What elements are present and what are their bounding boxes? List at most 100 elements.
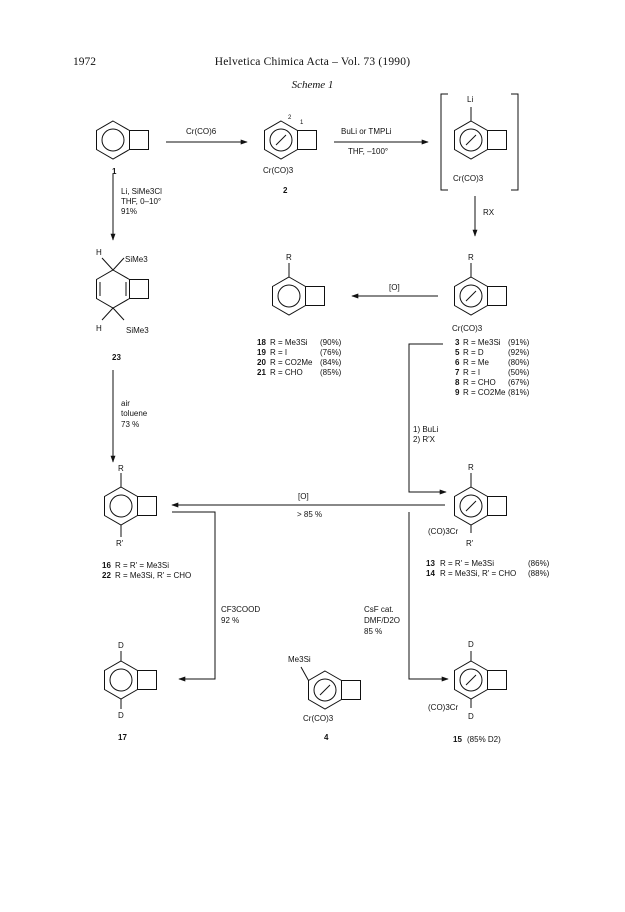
structure-15 [454, 651, 507, 708]
list-item-number: 9 [455, 388, 460, 397]
bracket-left [440, 93, 448, 191]
cond-cr-co6: Cr(CO)6 [186, 127, 217, 136]
list-item-substituent: R = Me3Si, R' = CHO [440, 569, 516, 578]
ring-position-1: 1 [300, 120, 304, 126]
list-item-yield: (76%) [320, 348, 342, 357]
structure-4 [300, 666, 361, 710]
cond-csf-1: CsF cat. [364, 605, 394, 614]
compound-list-3-9: 3 R = Me3Si (91%) 5 R = D (92%) 6 R = Me… [455, 338, 530, 397]
list-item-yield: (88%) [528, 569, 550, 578]
cond-tfa-2: 92 % [221, 616, 239, 625]
cond-oxid-2: [O] [298, 492, 309, 501]
list-item-substituent: R = R' = Me3Si [115, 561, 169, 570]
compound-number-1: 1 [112, 167, 117, 176]
compound-list-16-22: 16 R = R' = Me3Si 22 R = Me3Si, R' = CHO [102, 561, 191, 580]
h-label-bottom: H [96, 324, 102, 333]
cond-rx: RX [483, 208, 495, 217]
list-item-number: 5 [455, 348, 460, 357]
list-item-number: 20 [257, 358, 266, 367]
list-item-substituent: R = CO2Me [270, 358, 313, 367]
structure-17 [104, 651, 157, 709]
r-label-3: R [468, 253, 474, 262]
co3cr-label-15: (CO)3Cr [428, 703, 459, 712]
list-item-substituent: R = D [463, 348, 484, 357]
arrow-16-to-17 [172, 511, 216, 682]
d-label-17-top: D [118, 641, 124, 650]
cond-oxid-1: [O] [389, 283, 400, 292]
structure-3-9 [454, 263, 507, 316]
cr-co3-label-li: Cr(CO)3 [453, 174, 484, 183]
co3cr-label-13: (CO)3Cr [428, 527, 459, 536]
list-item-number: 7 [455, 368, 460, 377]
cond-seq-2: 2) R'X [413, 435, 436, 444]
list-item-yield: (81%) [508, 388, 530, 397]
cond-csf-3: 85 % [364, 627, 382, 636]
r-prime-label-16: R' [116, 539, 124, 548]
structure-23 [96, 257, 149, 321]
list-item-yield: (67%) [508, 378, 530, 387]
scheme-title: Scheme 1 [291, 79, 334, 91]
list-item-substituent: R = Me3Si [463, 338, 501, 347]
list-item-number: 6 [455, 358, 460, 367]
list-item-substituent: R = Me3Si, R' = CHO [115, 571, 191, 580]
list-item-yield: (84%) [320, 358, 342, 367]
d-label-15-top: D [468, 640, 474, 649]
list-item-substituent: R = CHO [270, 368, 303, 377]
compound-list-13-14: 13 R = R' = Me3Si (86%) 14 R = Me3Si, R'… [426, 559, 550, 578]
cond-tfa-1: CF3COOD [221, 605, 260, 614]
structure-2 [264, 120, 317, 160]
compound-list-18-21: 18 R = Me3Si (90%) 19 R = I (76%) 20 R =… [257, 338, 342, 377]
list-item-number: 19 [257, 348, 266, 357]
list-item-yield: (91%) [508, 338, 530, 347]
ring-position-2: 2 [288, 115, 292, 121]
structure-lithiated [454, 107, 507, 160]
cr-co3-label-2: Cr(CO)3 [263, 166, 294, 175]
cond-birch-3: 91% [121, 207, 137, 216]
list-item-number: 3 [455, 338, 460, 347]
list-item-number: 13 [426, 559, 435, 568]
compound-15-note: (85% D2) [467, 735, 501, 744]
r-label-13: R [468, 463, 474, 472]
page-number: 1972 [73, 56, 96, 68]
list-item-yield: (86%) [528, 559, 550, 568]
list-item-substituent: R = I [463, 368, 480, 377]
list-item-number: 16 [102, 561, 111, 570]
r-label-18: R [286, 253, 292, 262]
list-item-number: 14 [426, 569, 435, 578]
structure-13-14 [454, 473, 507, 533]
list-item-yield: (80%) [508, 358, 530, 367]
r-label-16: R [118, 464, 124, 473]
list-item-number: 21 [257, 368, 266, 377]
cond-air-2: toluene [121, 409, 148, 418]
compound-number-15: 15 [453, 735, 462, 744]
cr-co3-label-4: Cr(CO)3 [303, 714, 334, 723]
structure-1 [96, 120, 149, 160]
compound-number-17: 17 [118, 733, 127, 742]
list-item-substituent: R = I [270, 348, 287, 357]
list-item-substituent: R = R' = Me3Si [440, 559, 494, 568]
list-item-substituent: R = Me3Si [270, 338, 308, 347]
cond-seq-1: 1) BuLi [413, 425, 439, 434]
cr-co3-label-3: Cr(CO)3 [452, 324, 483, 333]
list-item-yield: (85%) [320, 368, 342, 377]
cond-birch-2: THF, 0–10° [121, 197, 161, 206]
cond-air-3: 73 % [121, 420, 139, 429]
structure-16-22 [104, 473, 157, 537]
r-prime-label-13: R' [466, 539, 474, 548]
sime3-label-top: SiMe3 [125, 255, 148, 264]
list-item-number: 18 [257, 338, 266, 347]
bracket-right [511, 93, 519, 191]
li-label: Li [467, 95, 473, 104]
cond-oxid-2-yield: > 85 % [297, 510, 322, 519]
list-item-substituent: R = CO2Me [463, 388, 506, 397]
compound-number-4: 4 [324, 733, 329, 742]
h-label-top: H [96, 248, 102, 257]
list-item-number: 22 [102, 571, 111, 580]
list-item-number: 8 [455, 378, 460, 387]
list-item-substituent: R = Me [463, 358, 490, 367]
arrow-3-to-13 [408, 343, 447, 495]
compound-number-23: 23 [112, 353, 121, 362]
running-header: Helvetica Chimica Acta – Vol. 73 (1990) [214, 56, 411, 68]
cond-csf-2: DMF/D2O [364, 616, 400, 625]
